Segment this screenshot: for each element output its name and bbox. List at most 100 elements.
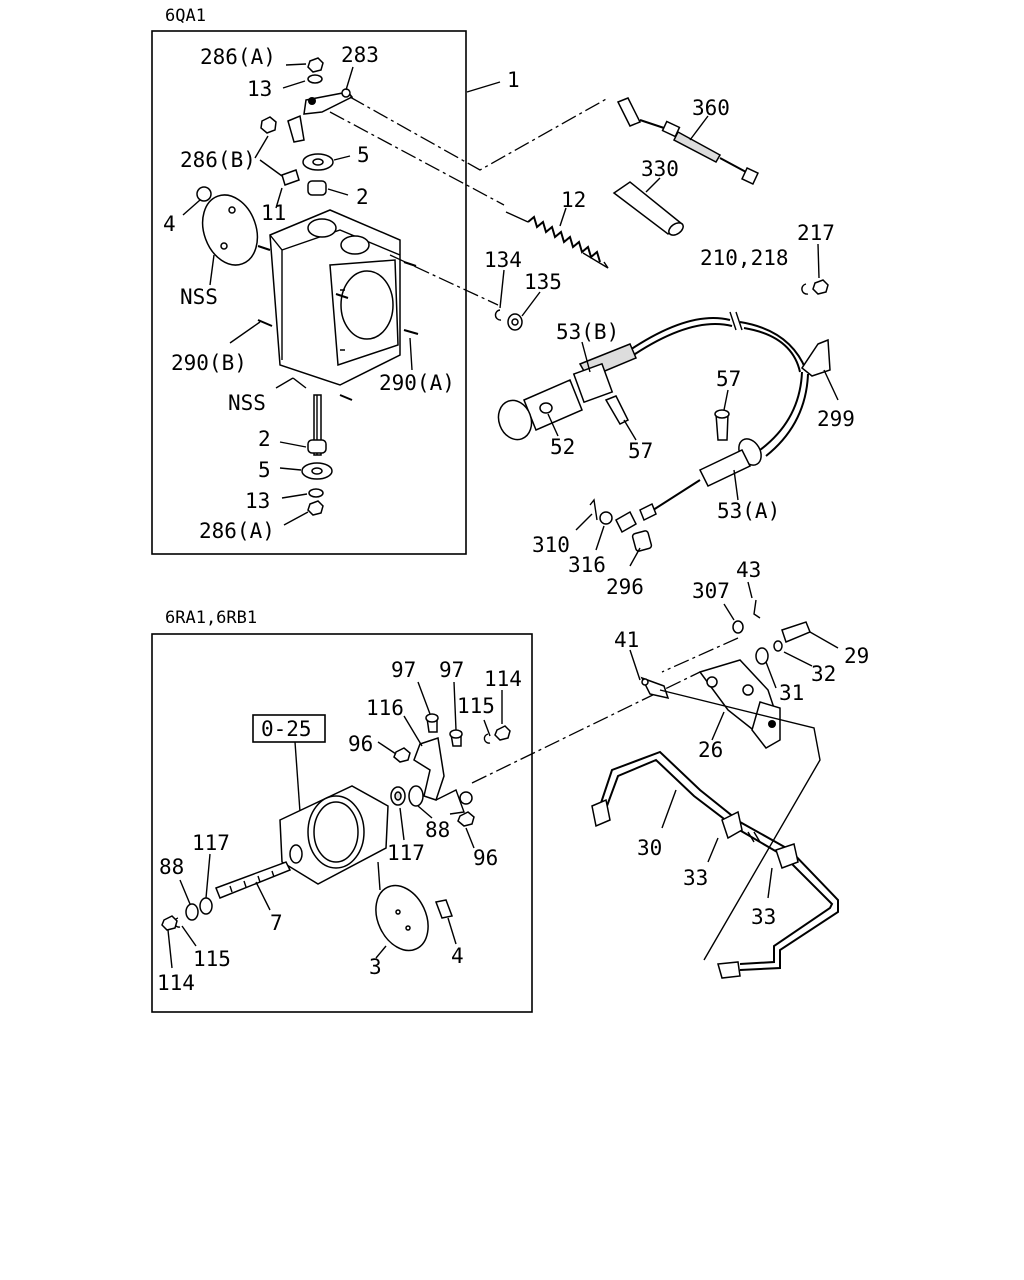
bushing-2-bottom: [307, 439, 327, 454]
callout-283: 283: [341, 43, 379, 67]
nut-217: [812, 279, 829, 295]
callout-1: 1: [507, 68, 520, 92]
bracket-53b: [572, 362, 614, 404]
callout-5-top: 5: [357, 143, 370, 167]
bushing-117-b: [199, 897, 213, 915]
bolt-29: [781, 621, 811, 644]
callout-labels: 286(A) 283 13 1 286(B) 5 2 4 11 NSS 290(…: [157, 43, 869, 995]
panel-frame-bottom: [151, 633, 533, 1013]
callout-296: 296: [606, 575, 644, 599]
reference-box-frame: [252, 714, 326, 743]
washer-88-a: [408, 785, 424, 807]
callout-115-left: 115: [193, 947, 231, 971]
terminal-296: [615, 510, 637, 534]
callout-57-right: 57: [716, 367, 741, 391]
screw-57-a: [604, 395, 630, 425]
lever-283: [303, 91, 354, 115]
callout-4-top: 4: [163, 212, 176, 236]
washer-307: [732, 620, 744, 634]
clip-115-top: [483, 733, 491, 744]
callout-57-left: 57: [628, 439, 653, 463]
clamp-33-b: [775, 843, 799, 869]
top-panel-leaders: [182, 63, 501, 526]
callout-116: 116: [366, 696, 404, 720]
clamp-299: [800, 338, 831, 377]
cable-end-360: [616, 97, 642, 127]
callout-310: 310: [532, 533, 570, 557]
callout-286b: 286(B): [180, 148, 256, 172]
callout-210-218: 210,218: [700, 246, 789, 270]
clip-210-218: [801, 283, 809, 295]
screw-4-top: [196, 186, 212, 202]
washer-13-top: [307, 74, 323, 84]
callout-7: 7: [270, 911, 283, 935]
callout-96-right: 96: [473, 846, 498, 870]
callout-32: 32: [811, 662, 836, 686]
knob-housing-52: [523, 379, 583, 431]
knob-52: [497, 399, 533, 441]
washer-32: [773, 640, 783, 652]
washer-31: [755, 647, 769, 665]
callout-117-top: 117: [387, 841, 425, 865]
nut-114-top: [494, 725, 511, 741]
panel-title-bottom: 6RA1,6RB1: [165, 608, 257, 628]
bolt-296: [631, 530, 653, 552]
reference-box-label: 0-25: [261, 717, 312, 741]
callout-330: 330: [641, 157, 679, 181]
callout-5-bottom: 5: [258, 458, 271, 482]
callout-2-bottom: 2: [258, 427, 271, 451]
callout-53b: 53(B): [556, 320, 619, 344]
nut-96-a: [393, 747, 411, 763]
top-panel-parts: [196, 57, 419, 516]
cover-plate-nss: [201, 194, 259, 266]
callout-33-a: 33: [683, 866, 708, 890]
bushing-2-top: [307, 180, 327, 196]
callout-29: 29: [844, 644, 869, 668]
callout-114-top: 114: [484, 667, 522, 691]
nut-286a-top: [307, 57, 324, 73]
callout-134: 134: [484, 248, 522, 272]
washer-88-b: [185, 903, 199, 921]
callout-13-bottom: 13: [245, 489, 270, 513]
plate-3: [375, 884, 429, 952]
callout-316: 316: [568, 553, 606, 577]
shaft-7: [215, 861, 292, 899]
callout-97-b: 97: [439, 658, 464, 682]
nut-96-b: [457, 811, 475, 827]
cable-360: [673, 130, 722, 163]
bottom-panel-parts: 0-25: [161, 713, 511, 952]
callout-135: 135: [524, 270, 562, 294]
callout-13-top: 13: [247, 77, 272, 101]
callout-12: 12: [561, 188, 586, 212]
callout-41: 41: [614, 628, 639, 652]
callout-117-left: 117: [192, 831, 230, 855]
nut-286b: [260, 116, 277, 134]
callout-360: 360: [692, 96, 730, 120]
callout-31: 31: [779, 681, 804, 705]
right-lower-parts: [471, 599, 839, 979]
bracket-116: [413, 737, 445, 801]
panel-frame-top: [151, 30, 467, 555]
callout-11: 11: [261, 201, 286, 225]
washer-13-bottom: [308, 488, 324, 498]
right-upper-leaders: [499, 115, 839, 567]
bottom-panel-leaders: [167, 681, 503, 969]
callout-88-top: 88: [425, 818, 450, 842]
cable-end-53a: [698, 449, 752, 487]
nut-114-left: [161, 915, 178, 931]
panel-title-top: 6QA1: [165, 6, 206, 26]
callout-97-a: 97: [391, 658, 416, 682]
screw-4-bottom: [434, 899, 454, 919]
callout-53a: 53(A): [717, 499, 780, 523]
callout-286a-top: 286(A): [200, 45, 276, 69]
callout-2-top: 2: [356, 185, 369, 209]
callout-43: 43: [736, 558, 761, 582]
callout-3: 3: [369, 955, 382, 979]
callout-26: 26: [698, 738, 723, 762]
clamp-33-a: [721, 810, 743, 840]
pin-310: [589, 498, 598, 521]
callout-30: 30: [637, 836, 662, 860]
pipe-30: [597, 750, 839, 971]
callout-115-top: 115: [457, 694, 495, 718]
